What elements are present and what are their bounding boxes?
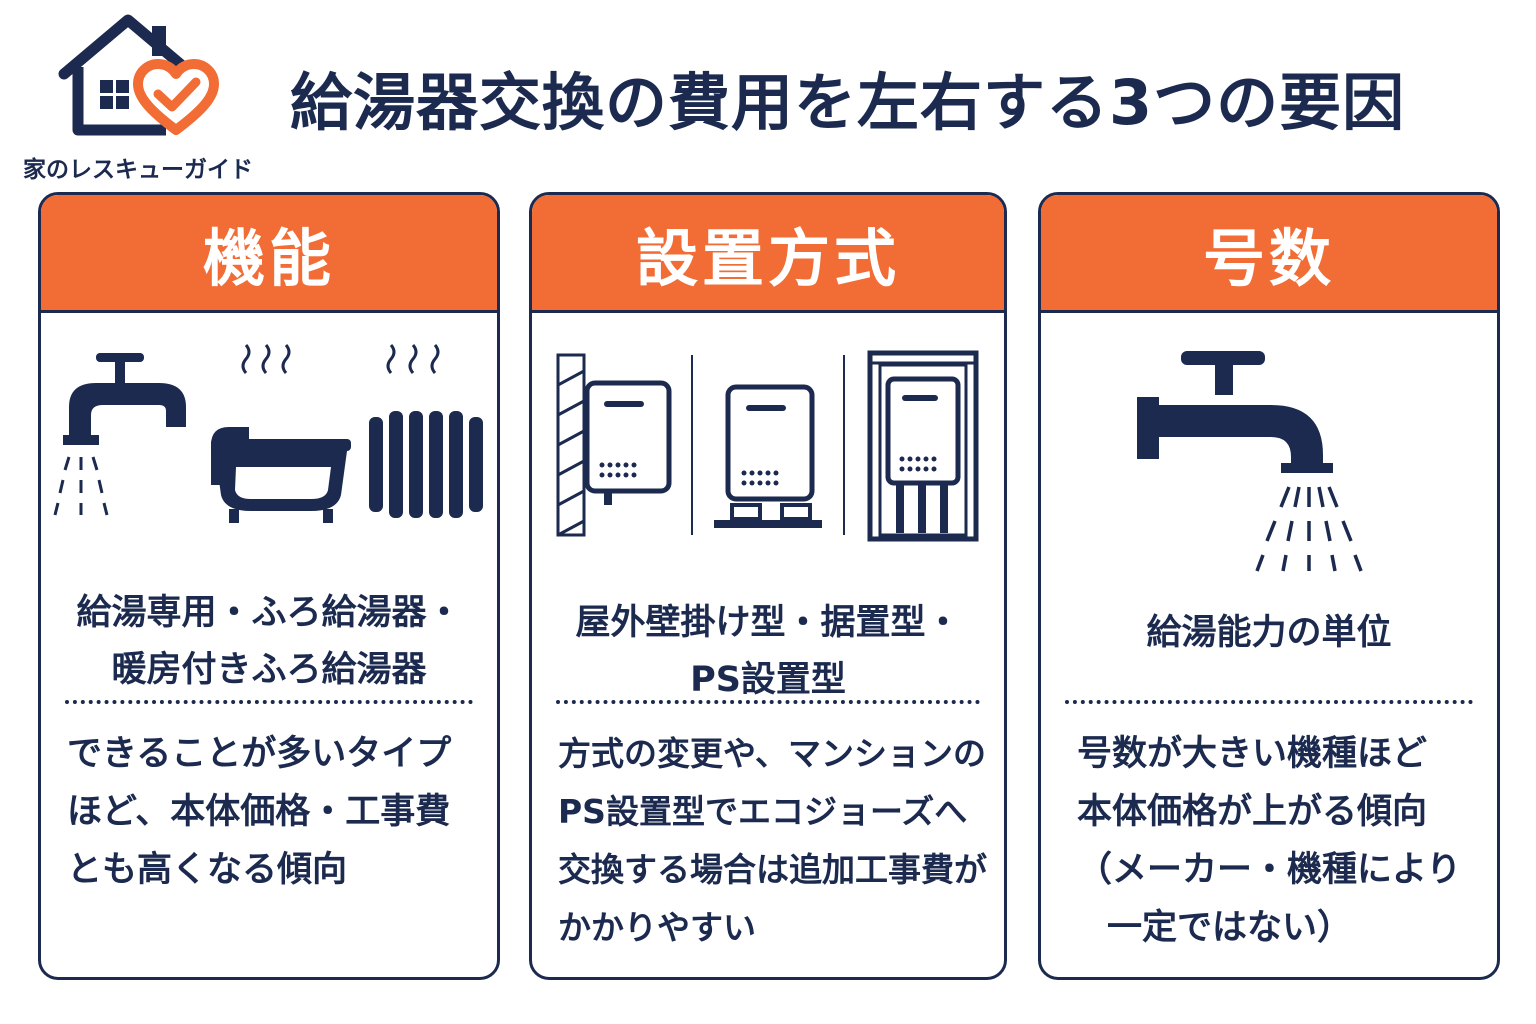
card-icons bbox=[532, 335, 1004, 565]
page-title: 給湯器交換の費用を左右する3つの要因 bbox=[290, 66, 1406, 139]
card-description: 号数が大きい機種ほど 本体価格が上がる傾向 （メーカー・機種により 一定ではない… bbox=[1077, 734, 1462, 948]
card-capacity: 号数 給湯能力の単位 号数が大きい機種ほど bbox=[1038, 192, 1500, 980]
card-icons bbox=[1041, 345, 1497, 575]
card-types: 給湯能力の単位 bbox=[1146, 613, 1392, 653]
house-heart-icon bbox=[58, 14, 219, 136]
dotted-divider bbox=[556, 700, 980, 704]
card-description: できることが多いタイプ ほど、本体価格・工事費 とも高くなる傾向 bbox=[67, 734, 452, 890]
faucet-icon bbox=[53, 353, 186, 516]
brand-name: 家のレスキューガイド bbox=[23, 157, 253, 183]
radiator-icon bbox=[369, 344, 483, 518]
wall-mounted-heater-icon bbox=[556, 353, 672, 537]
card-title: 号数 bbox=[1041, 195, 1497, 313]
brand-logo: 家のレスキューガイド bbox=[18, 12, 258, 183]
card-icons bbox=[41, 335, 497, 565]
card-types: 給湯専用・ふろ給湯器・ 暖房付きふろ給湯器 bbox=[76, 593, 462, 690]
faucet-flow-icon bbox=[1137, 351, 1363, 572]
floor-standing-heater-icon bbox=[714, 384, 822, 528]
card-title: 設置方式 bbox=[532, 195, 1004, 313]
dotted-divider bbox=[1065, 700, 1473, 704]
bathtub-icon bbox=[211, 344, 351, 523]
card-types: 屋外壁掛け型・据置型・ PS設置型 bbox=[575, 603, 961, 700]
card-title: 機能 bbox=[41, 195, 497, 313]
ps-installed-heater-icon bbox=[867, 350, 979, 542]
card-description: 方式の変更や、マンションの PS設置型でエコジョーズへ 交換する場合は追加工事費… bbox=[558, 734, 987, 947]
card-installation: 設置方式 bbox=[529, 192, 1007, 980]
card-function: 機能 bbox=[38, 192, 500, 980]
dotted-divider bbox=[65, 700, 473, 704]
